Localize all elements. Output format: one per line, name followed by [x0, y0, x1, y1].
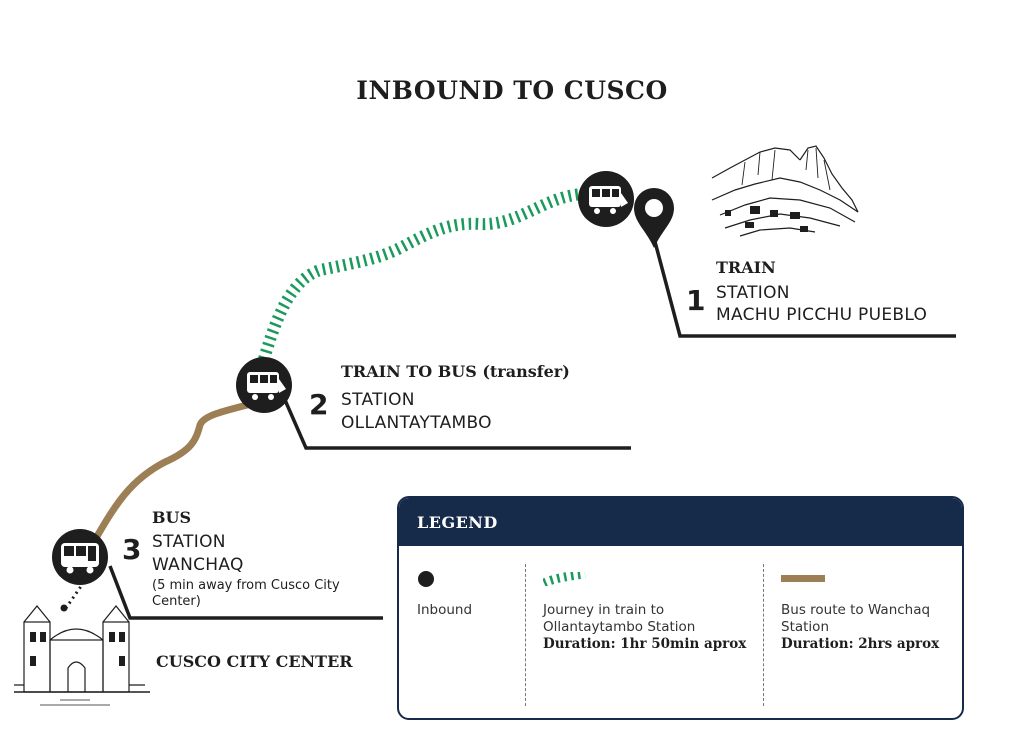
legend-item-inbound: Inbound	[417, 602, 517, 619]
stop-2-number: 2	[309, 388, 329, 421]
stop-3-note: (5 min away from Cusco City Center)	[152, 578, 340, 609]
stop-2-leader	[283, 399, 631, 450]
stop-1-number: 1	[686, 284, 706, 317]
legend-title: LEGEND	[399, 498, 962, 546]
legend-item-label: Journey in train to Ollantaytambo Statio…	[543, 602, 696, 635]
train-route-line	[256, 188, 586, 368]
stop-2-title-suffix: (transfer)	[482, 362, 570, 381]
legend-item-duration: Duration: 1hr 50min aprox	[543, 636, 747, 652]
legend-panel: LEGEND Inbound Journey in train to Ollan…	[397, 496, 964, 720]
stop-3-leader	[108, 565, 383, 620]
stop-1-line-1: STATION	[716, 283, 790, 303]
stop-2-title-main: TRAIN TO BUS	[341, 362, 477, 381]
legend-item-label: Inbound	[417, 602, 473, 618]
city-center-label: CUSCO CITY CENTER	[156, 652, 353, 671]
stop-1-title: TRAIN	[716, 258, 776, 277]
cusco-cathedral-illustration	[14, 605, 150, 706]
stop-1-leader	[652, 237, 956, 338]
bus-route-line	[88, 398, 262, 549]
bus-icon	[52, 529, 108, 585]
legend-divider	[763, 564, 764, 706]
dot-icon	[418, 571, 434, 587]
dashed-green-line-icon	[543, 572, 586, 586]
stop-3-line-2: WANCHAQ	[152, 555, 244, 575]
legend-item-label: Bus route to Wanchaq Station	[781, 602, 931, 635]
stop-2-title: TRAIN TO BUS (transfer)	[341, 362, 570, 381]
legend-divider	[525, 564, 526, 706]
legend-item-duration: Duration: 2hrs aprox	[781, 636, 940, 652]
stop-1-line-2: MACHU PICCHU PUEBLO	[716, 305, 928, 325]
train-icon	[578, 171, 634, 227]
city-center-connector	[64, 581, 86, 609]
stop-2-line-2: OLLANTAYTAMBO	[341, 413, 492, 433]
page-title: INBOUND TO CUSCO	[356, 76, 668, 105]
legend-item-bus: Bus route to Wanchaq Station Duration: 2…	[781, 602, 956, 653]
train-icon	[236, 357, 292, 413]
stop-3-number: 3	[122, 533, 142, 566]
stop-3-title: BUS	[152, 508, 192, 527]
stop-3-line-1: STATION	[152, 532, 226, 552]
stop-2-line-1: STATION	[341, 390, 415, 410]
map-pin-icon	[634, 188, 674, 248]
machu-picchu-illustration	[711, 145, 859, 237]
brown-line-icon	[781, 575, 825, 582]
legend-item-train: Journey in train to Ollantaytambo Statio…	[543, 602, 758, 653]
